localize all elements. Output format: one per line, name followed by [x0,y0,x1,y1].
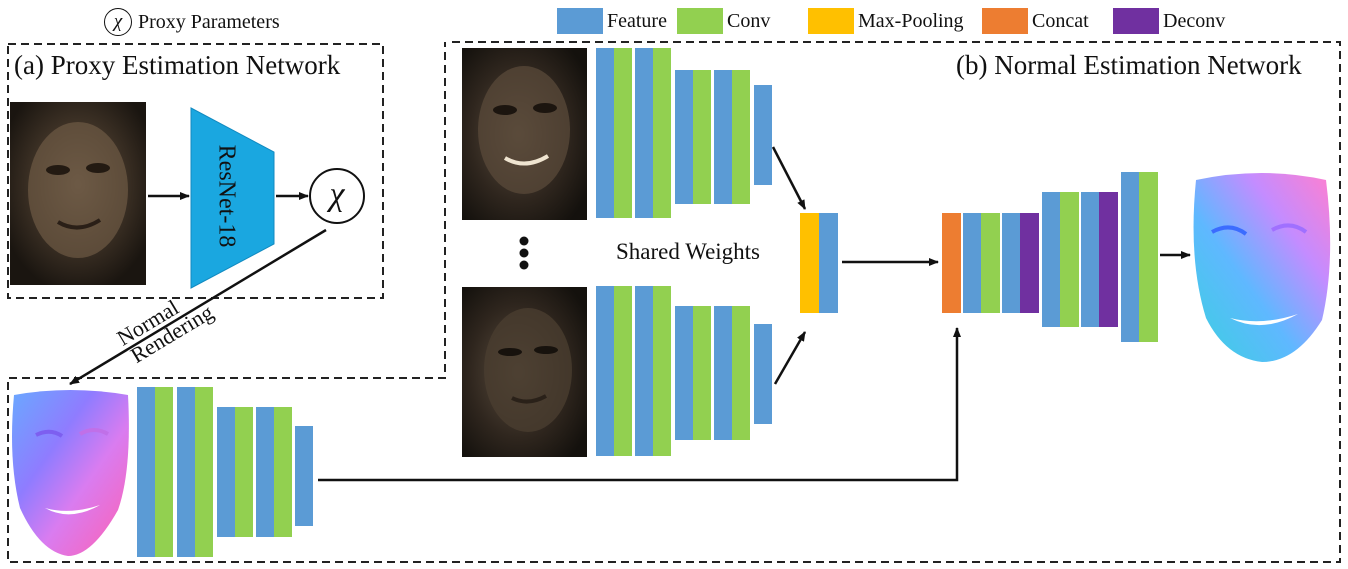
ellipsis-dot [519,260,529,270]
legend-swatch-maxpool [808,8,854,34]
feature-layer-block [256,407,274,537]
legend-swatch-concat [982,8,1028,34]
resnet-18-block [190,107,275,289]
conv-layer-block [732,306,750,440]
feature-layer-block [217,407,235,537]
input-face-bottom [462,287,587,457]
feature-layer-block [675,70,693,204]
maxpool-layer-block [800,213,819,313]
layer-blocks [137,48,1158,557]
feature-layer-block [635,286,653,456]
feature-layer-block [754,324,772,424]
legend-label-conv: Conv [727,9,771,32]
legend-item-conv: Conv [677,8,770,34]
arrow-normal-rendering [69,228,327,386]
conv-layer-block [693,306,711,440]
feature-layer-block [1121,172,1140,342]
feature-layer-block [754,85,772,185]
feature-layer-block [596,286,614,456]
legend-item-maxpool: Max-Pooling [808,8,964,34]
ellipsis-dot [519,236,529,246]
feature-layer-block [635,48,653,218]
concat-layer-block [942,213,961,313]
chi-circle-icon: χ [104,8,132,36]
legend-item-concat: Concat [982,8,1089,34]
feature-layer-block [1042,192,1061,327]
legend-swatch-feature [557,8,603,34]
proxy-parameters-note: χ Proxy Parameters [104,8,280,36]
feature-layer-block [596,48,614,218]
conv-layer-block [614,286,632,456]
feature-layer-block [714,306,732,440]
proxy-normal-map [12,390,129,556]
arrow-bottom-branch-to-pool [773,331,807,385]
conv-layer-block [732,70,750,204]
chi-symbol: χ [329,176,345,213]
feature-layer-block [1081,192,1100,327]
conv-layer-block [653,286,671,456]
panel-a-border [7,43,384,299]
feature-layer-block [714,70,732,204]
legend-label-feature: Feature [607,9,667,32]
arrow-top-branch-to-pool [771,146,807,210]
panel-b-title: (b) Normal Estimation Network [956,50,1302,80]
legend-item-deconv: Deconv [1113,8,1225,34]
output-normal-map [1193,173,1331,362]
feature-layer-block [177,387,195,557]
deconv-layer-block [1099,192,1118,327]
panel-a-title: (a) Proxy Estimation Network [14,50,341,80]
legend-label-maxpool: Max-Pooling [858,9,964,32]
arrow-proxy-branch-to-concat [318,327,961,482]
legend-label-concat: Concat [1032,9,1089,32]
feature-layer-block [295,426,313,526]
feature-layer-block [819,213,838,313]
shared-weights-label: Shared Weights [616,239,761,264]
conv-layer-block [274,407,292,537]
legend-item-feature: Feature [557,8,667,34]
conv-layer-block [235,407,253,537]
panel-b-border [7,41,1341,563]
legend-swatch-conv [677,8,723,34]
input-face-top [462,48,587,220]
feature-layer-block [675,306,693,440]
legend-swatch-deconv [1113,8,1159,34]
resnet-18-label: ResNet-18 [213,144,240,248]
feature-layer-block [137,387,155,557]
feature-layer-block [1002,213,1021,313]
conv-layer-block [155,387,173,557]
deconv-layer-block [1020,213,1039,313]
conv-layer-block [1060,192,1079,327]
conv-layer-block [693,70,711,204]
feature-layer-block [963,213,982,313]
conv-layer-block [653,48,671,218]
input-face-photo [10,102,146,285]
conv-layer-block [981,213,1000,313]
proxy-parameter-node [309,168,365,224]
proxy-parameters-label: Proxy Parameters [138,10,280,33]
ellipsis-dot [519,248,529,258]
conv-layer-block [1139,172,1158,342]
legend-label-deconv: Deconv [1163,9,1226,32]
conv-layer-block [614,48,632,218]
conv-layer-block [195,387,213,557]
